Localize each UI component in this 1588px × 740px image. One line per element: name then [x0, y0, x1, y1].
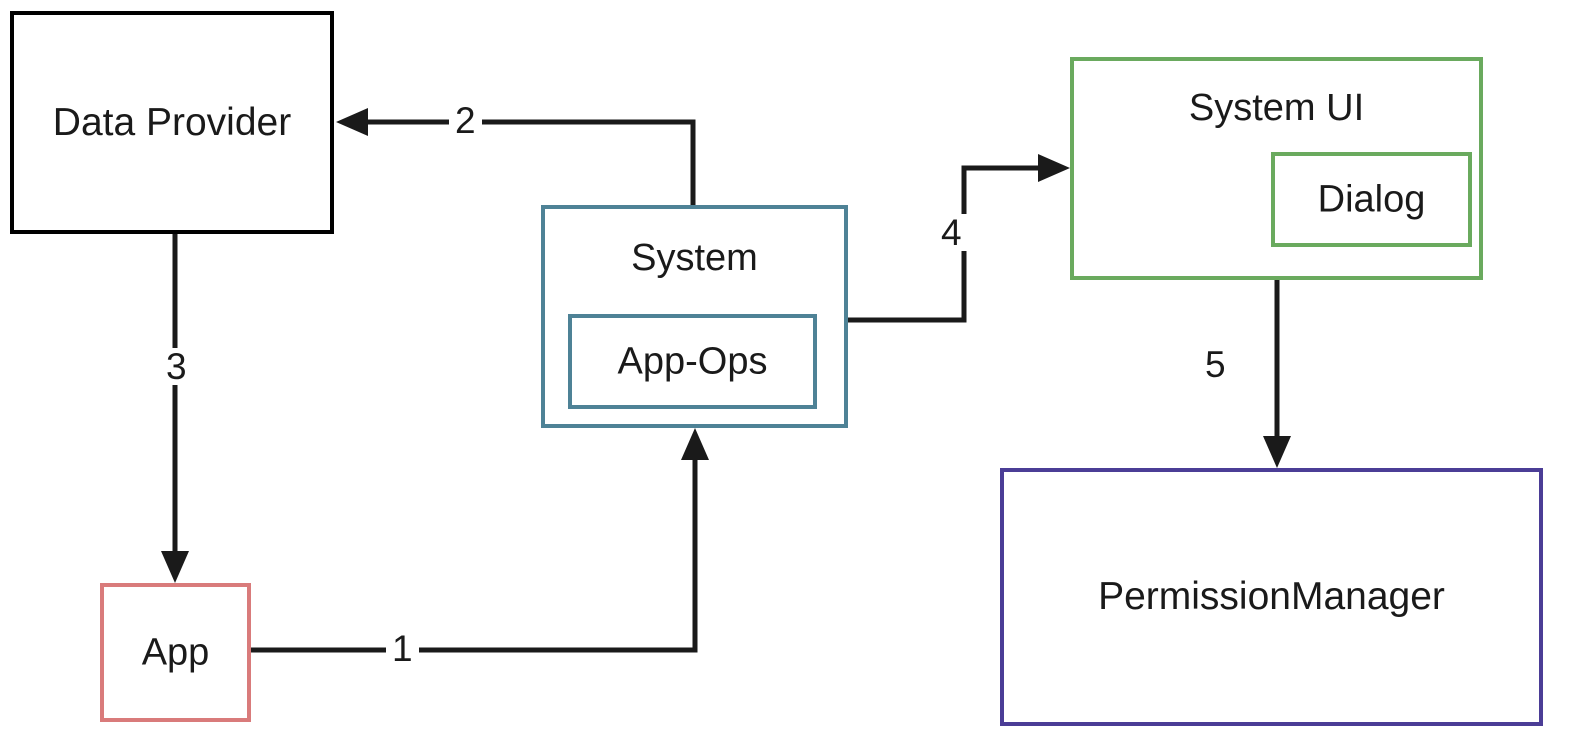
- node-system-ui-label: System UI: [1188, 87, 1365, 129]
- node-permission-manager-label: PermissionManager: [1098, 575, 1445, 618]
- node-data-provider[interactable]: Data Provider: [10, 11, 334, 234]
- edge-label-2: 2: [449, 102, 482, 139]
- edge-label-5: 5: [1199, 346, 1232, 383]
- node-app-ops[interactable]: App-Ops: [568, 314, 817, 409]
- node-system-label: System: [631, 237, 758, 279]
- node-app-ops-label: App-Ops: [617, 340, 768, 382]
- node-permission-manager[interactable]: PermissionManager: [1000, 468, 1543, 726]
- edge-label-3: 3: [160, 348, 193, 385]
- edge-3: [161, 234, 189, 583]
- edge-1: [251, 428, 709, 653]
- node-dialog[interactable]: Dialog: [1271, 152, 1472, 247]
- node-data-provider-label: Data Provider: [52, 100, 292, 144]
- edge-2: [336, 108, 696, 205]
- node-app-label: App: [141, 631, 210, 673]
- edge-5: [1263, 280, 1291, 468]
- node-app[interactable]: App: [100, 583, 251, 722]
- edge-label-1: 1: [386, 630, 419, 667]
- edge-label-4: 4: [935, 214, 968, 251]
- node-dialog-label: Dialog: [1317, 178, 1426, 220]
